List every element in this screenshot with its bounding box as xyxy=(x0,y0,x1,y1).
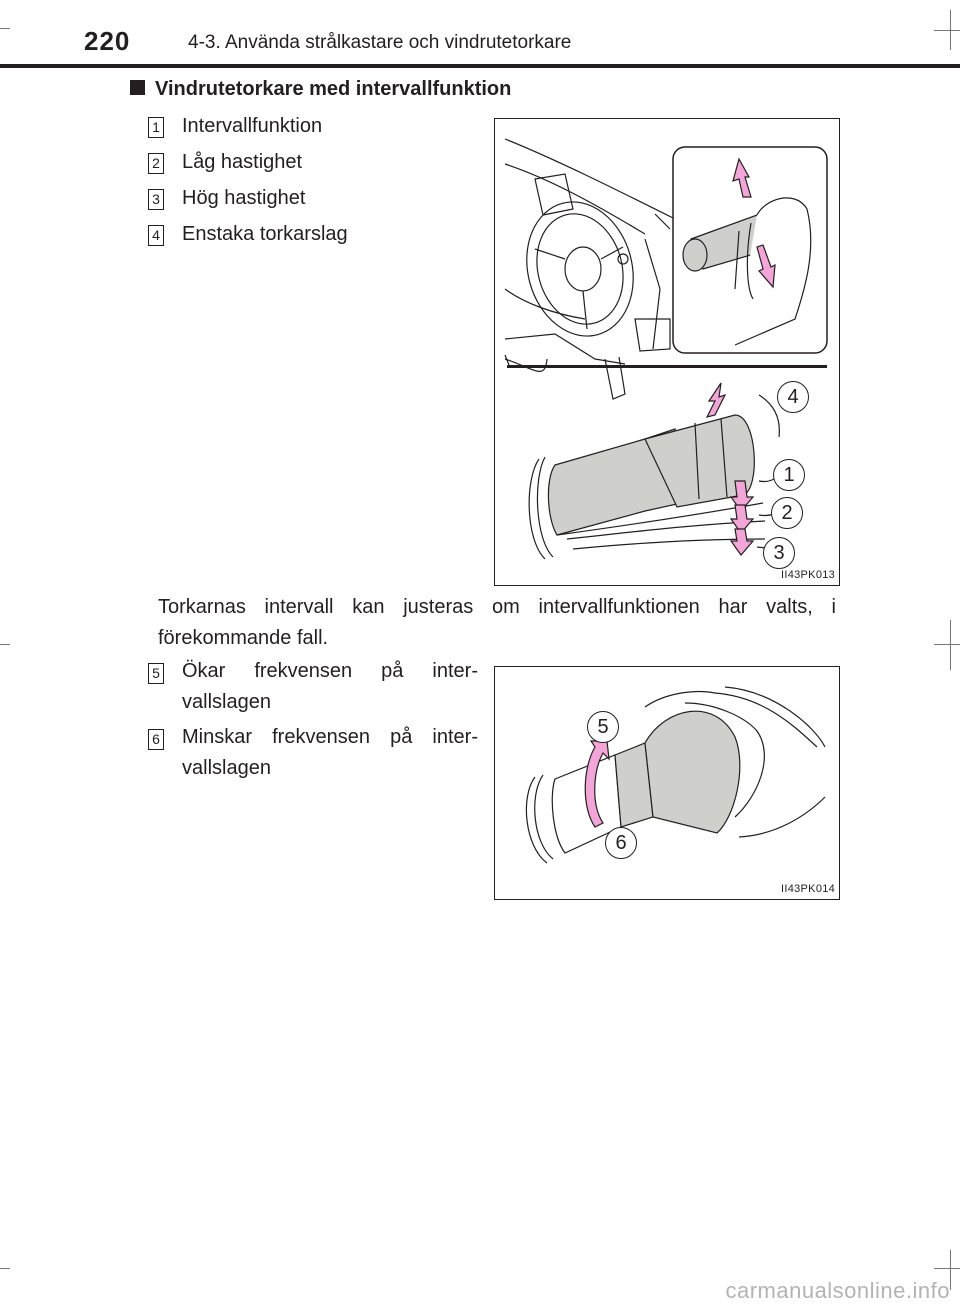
figure-wiper-lever-positions: 4 1 2 3 II43PK013 xyxy=(494,118,840,586)
figure-code: II43PK013 xyxy=(781,569,836,581)
figure-code: II43PK014 xyxy=(781,883,836,895)
chapter-title: 4-3. Använda strålkastare och vindruteto… xyxy=(188,32,572,53)
callout-3: 3 xyxy=(763,537,795,569)
crop-mark xyxy=(0,1268,10,1269)
crop-mark xyxy=(934,30,960,31)
crop-mark xyxy=(0,644,10,645)
item-text-line2: vallslagen xyxy=(182,691,271,713)
item-number: 6 xyxy=(148,729,164,750)
crop-mark xyxy=(950,1250,951,1290)
item-number: 4 xyxy=(148,225,164,246)
item-text-line1: Minskar frekvensen på inter- xyxy=(182,726,478,748)
crop-mark xyxy=(934,1268,960,1269)
item-text-line1: Ökar frekvensen på inter- xyxy=(182,660,478,682)
callout-4: 4 xyxy=(777,381,809,413)
paragraph: Torkarnas intervall kan justeras om inte… xyxy=(158,596,836,649)
item-number: 5 xyxy=(148,663,164,684)
crop-mark xyxy=(934,644,960,645)
item-number: 3 xyxy=(148,189,164,210)
section-heading: Vindrutetorkare med intervallfunktion xyxy=(130,78,511,101)
callout-2: 2 xyxy=(771,497,803,529)
header-rule xyxy=(0,64,960,68)
section-heading-text: Vindrutetorkare med intervallfunktion xyxy=(155,78,512,100)
item-number: 2 xyxy=(148,153,164,174)
callout-6: 6 xyxy=(605,827,637,859)
item-text: Hög hastighet xyxy=(182,187,306,209)
list-item: 5 Ökar frekvensen på inter-vallslagen xyxy=(148,656,478,718)
interval-ring-illustration xyxy=(525,686,826,864)
figure-interval-adjust: 5 6 II43PK014 xyxy=(494,666,840,900)
callout-1: 1 xyxy=(773,459,805,491)
watermark: carmanualsonline.info xyxy=(725,1278,950,1303)
item-text-line2: vallslagen xyxy=(182,757,271,779)
crop-mark xyxy=(0,28,10,29)
wiper-lever-illustration xyxy=(504,138,828,560)
item-number: 1 xyxy=(148,117,164,138)
crop-mark xyxy=(950,620,951,670)
list-item: 6 Minskar frekvensen på inter-vallslagen xyxy=(148,722,478,784)
item-text: Enstaka torkarslag xyxy=(182,223,348,245)
square-bullet-icon xyxy=(130,80,145,95)
page-number: 220 xyxy=(84,26,131,56)
callout-5: 5 xyxy=(587,711,619,743)
item-text: Intervallfunktion xyxy=(182,115,323,137)
item-text: Låg hastighet xyxy=(182,151,303,173)
